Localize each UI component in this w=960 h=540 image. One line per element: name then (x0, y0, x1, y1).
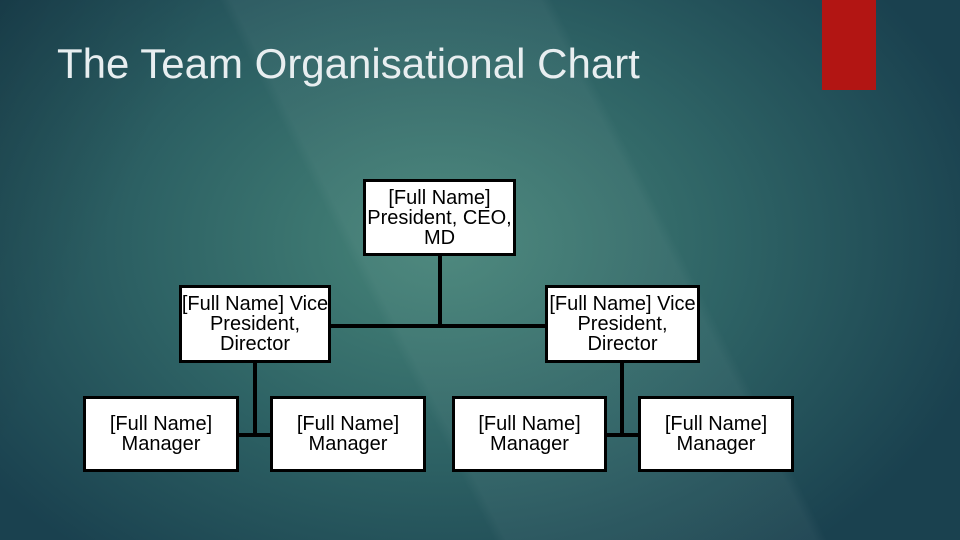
org-node-manager-2[interactable]: [Full Name] Manager (270, 396, 426, 472)
org-node-manager-2-label: [Full Name] Manager (296, 413, 400, 455)
org-node-vice-president-right[interactable]: [Full Name] Vice President, Director (545, 285, 700, 363)
org-node-vice-president-left-label: [Full Name] Vice President, Director (181, 293, 329, 355)
connector-vp-left-crossbar (239, 433, 271, 437)
org-node-manager-4[interactable]: [Full Name] Manager (638, 396, 794, 472)
connector-vp-crossbar (331, 324, 546, 328)
org-node-vice-president-right-label: [Full Name] Vice President, Director (549, 293, 696, 355)
connector-vp-right-crossbar (607, 433, 639, 437)
org-node-president[interactable]: [Full Name] President, CEO, MD (363, 179, 516, 256)
connector-president-down (438, 256, 442, 327)
slide-title[interactable]: The Team Organisational Chart (57, 40, 640, 87)
accent-bar (822, 0, 876, 90)
connector-vp-left-down (253, 363, 257, 437)
org-node-manager-1[interactable]: [Full Name] Manager (83, 396, 239, 472)
org-node-manager-4-label: [Full Name] Manager (664, 413, 768, 455)
org-node-manager-3[interactable]: [Full Name] Manager (452, 396, 607, 472)
org-node-manager-3-label: [Full Name] Manager (478, 413, 581, 455)
connector-vp-right-down (620, 363, 624, 437)
org-node-manager-1-label: [Full Name] Manager (109, 413, 213, 455)
org-node-president-label: [Full Name] President, CEO, MD (367, 186, 512, 249)
org-node-vice-president-left[interactable]: [Full Name] Vice President, Director (179, 285, 331, 363)
